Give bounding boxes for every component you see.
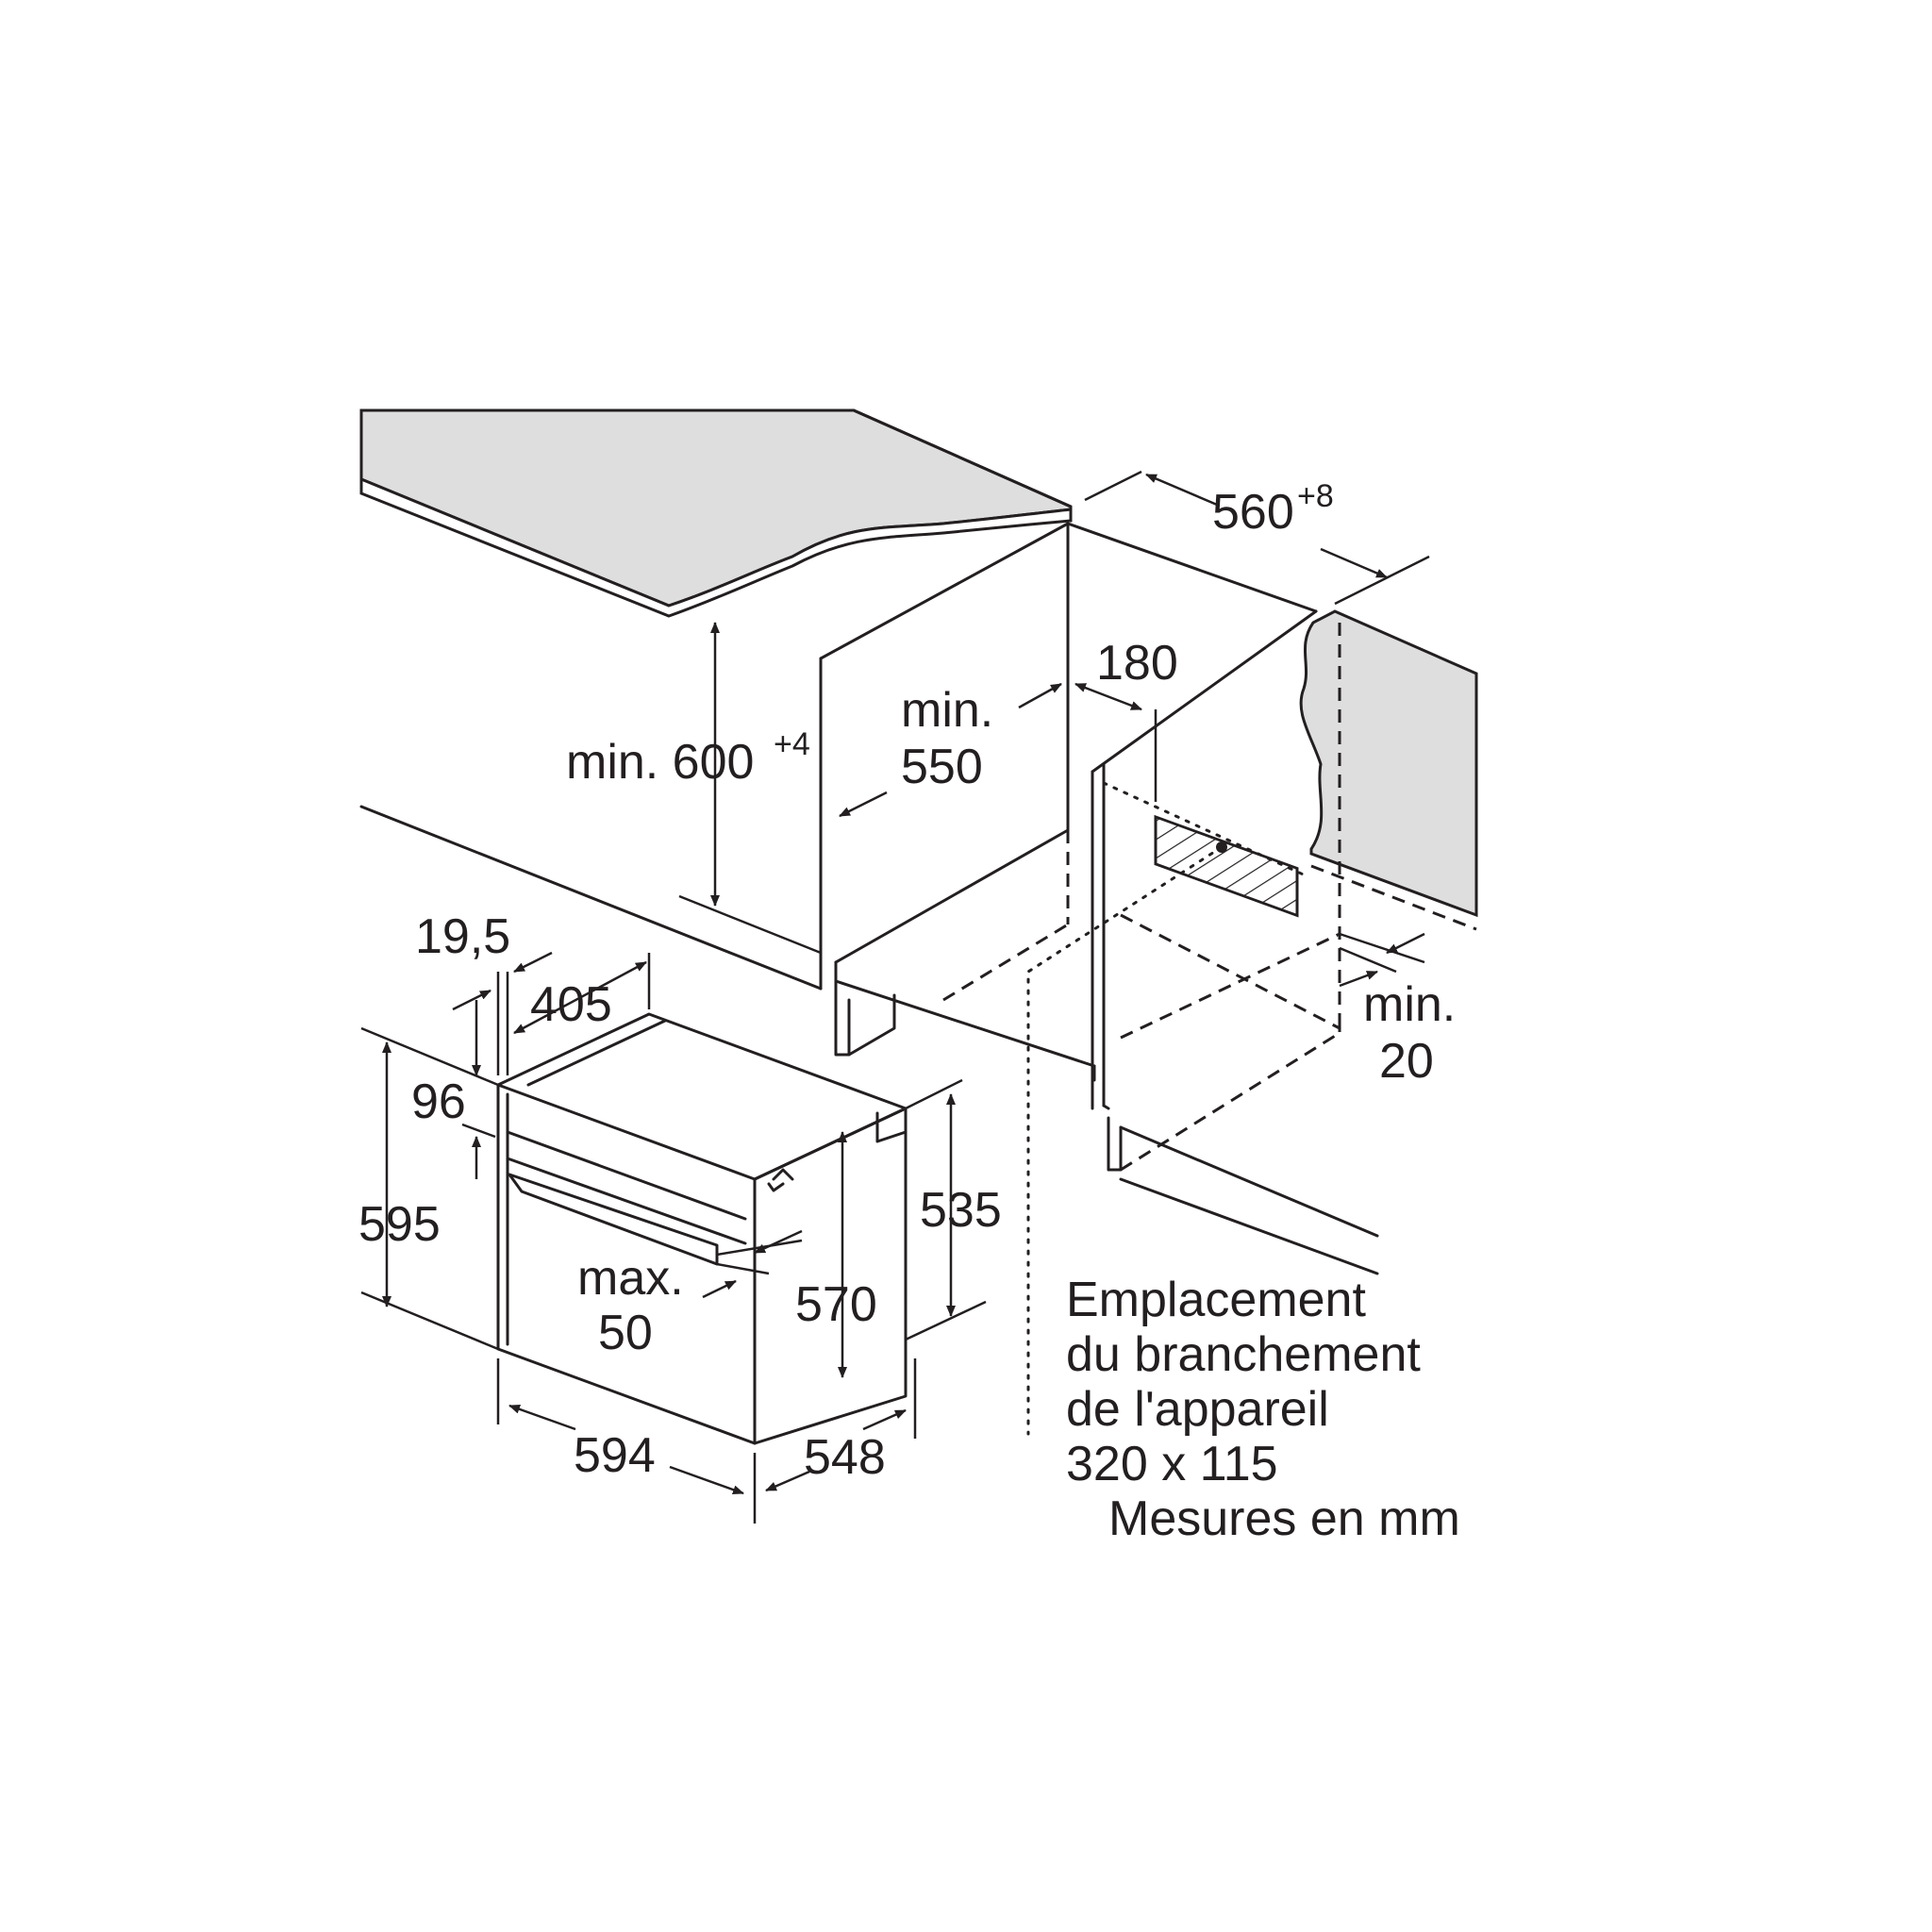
hidden-edge-5 (1120, 913, 1341, 1030)
dim-535-ext-bottom (905, 1300, 987, 1341)
dim-20-arrow-top (1386, 932, 1425, 955)
dim-20-arrow-bottom (1339, 970, 1378, 988)
label-handle-value: 50 (598, 1306, 653, 1360)
countertop-back-edge (852, 408, 1073, 508)
dim-405-arrow (513, 960, 647, 1035)
dim-50-ext-2 (716, 1262, 770, 1275)
hidden-edge-4 (1120, 1031, 1341, 1172)
note-line-3: de l'appareil (1066, 1382, 1329, 1437)
niche-cabinet (359, 522, 1379, 1436)
units-note: Mesures en mm (1108, 1491, 1460, 1546)
connection-note: Emplacement du branchement de l'appareil… (1066, 1273, 1460, 1546)
dim-560-arrow-left (1145, 473, 1218, 507)
dim-560-ext-right (1334, 555, 1430, 606)
dim-595-ext-bottom (360, 1291, 499, 1351)
hidden-edge-3 (1120, 932, 1341, 1040)
label-handle-max: max. (577, 1251, 684, 1306)
label-oven-height: 595 (358, 1197, 441, 1252)
oven-latch-2 (767, 1182, 785, 1192)
label-niche-height-tol: +4 (774, 726, 810, 762)
label-gap-value: 20 (1379, 1034, 1434, 1089)
label-top-depth: 405 (530, 977, 612, 1032)
skirting-block (847, 993, 896, 1057)
label-oven-depth: 548 (804, 1430, 886, 1485)
label-niche-depth-min: min. (901, 683, 993, 738)
skirting-left (834, 979, 851, 1057)
dim-594-arrow-left (508, 1404, 576, 1431)
label-body-height-side: 535 (920, 1183, 1002, 1238)
dim-595-ext-top (360, 1026, 499, 1087)
label-front-offset: 19,5 (415, 909, 510, 964)
note-line-2: du branchement (1066, 1327, 1421, 1382)
socket-guide (1102, 781, 1311, 879)
label-niche-width-tol: +8 (1297, 478, 1334, 514)
dim-560-ext-left (1084, 470, 1142, 502)
label-body-height-front: 570 (795, 1277, 877, 1332)
oven-top (496, 1012, 908, 1181)
countertop-edge (359, 476, 1073, 618)
oven-side-step (875, 1111, 908, 1143)
dimension-labels: 560 +8 min. 600 +4 min. 550 180 min. 20 … (358, 478, 1456, 1485)
dim-20-ext-1 (1339, 932, 1425, 964)
dim-50-arrow-top (754, 1229, 803, 1255)
note-line-1: Emplacement (1066, 1273, 1366, 1327)
oven (496, 1012, 908, 1445)
dim-19-arrow-right (513, 951, 553, 974)
oven-side (753, 1107, 908, 1445)
dim-180-arrow (1074, 682, 1142, 711)
niche-back-top (1066, 522, 1318, 613)
label-gap-min: min. (1363, 977, 1456, 1032)
dim-550-arrow-bottom (839, 791, 888, 818)
dim-548-arrow-left (765, 1470, 810, 1492)
label-niche-width: 560 (1212, 485, 1294, 540)
niche-floor-front (834, 960, 1096, 1068)
countertop-surface (359, 408, 1073, 608)
socket-area (1154, 814, 1299, 918)
dim-600-ext (678, 894, 822, 955)
floor-line-right-lower (1119, 1177, 1379, 1275)
dim-20-ext-2 (1339, 946, 1397, 974)
dim-594-arrow-right (669, 1465, 744, 1495)
countertop-right (1299, 609, 1478, 1019)
oven-front (496, 1083, 757, 1445)
label-niche-depth-value: 550 (901, 740, 983, 794)
dimension-lines (360, 470, 1430, 1524)
socket-leader (1026, 845, 1224, 1436)
label-oven-width: 594 (574, 1428, 656, 1483)
floor-line-right-upper (1119, 1125, 1379, 1238)
countertop-right-dashed-edge (1310, 864, 1477, 931)
dim-50-ext-1 (716, 1239, 803, 1257)
oven-latch (772, 1168, 794, 1181)
countertop-right-surface (1299, 609, 1478, 918)
countertop (359, 408, 1073, 618)
cabinet-right-foot (1107, 1116, 1123, 1172)
dim-50-arrow-bottom (702, 1279, 737, 1299)
dim-550-arrow-top (1018, 682, 1062, 709)
dim-535-ext-top (905, 1078, 963, 1110)
cabinet-right-base (1102, 1104, 1110, 1110)
oven-door-top (506, 1157, 747, 1245)
oven-panel-bottom (506, 1130, 747, 1221)
cabinet-right-top (1091, 609, 1318, 774)
hidden-edge-2 (942, 923, 1069, 1002)
label-niche-height: min. 600 (566, 735, 754, 790)
dim-560-arrow-right (1320, 547, 1388, 579)
floor-line-left (359, 805, 823, 991)
label-socket-offset: 180 (1096, 636, 1178, 691)
dim-96-ext (461, 1123, 496, 1139)
label-panel-height: 96 (411, 1074, 466, 1129)
dim-19-arrow-left (452, 989, 491, 1011)
dim-548-arrow-right (862, 1408, 907, 1431)
note-line-4: 320 x 115 (1066, 1437, 1278, 1491)
